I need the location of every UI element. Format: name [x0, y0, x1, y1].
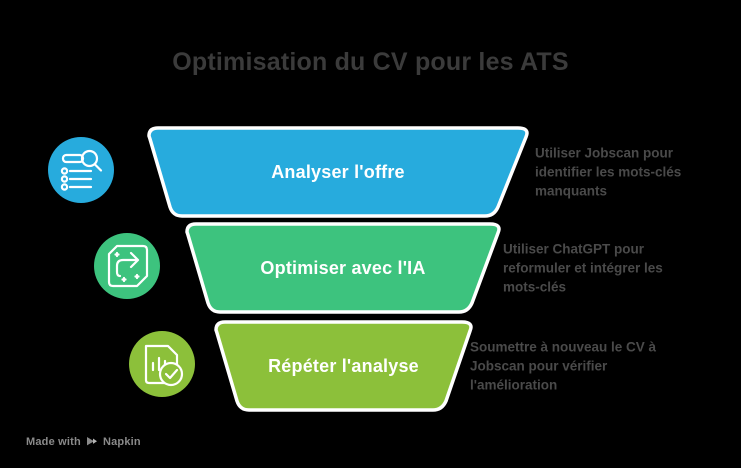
funnel-step-row-3: Répéter l'analyse Soumettre à nouveau le… [0, 320, 741, 412]
step-3-description: Soumettre à nouveau le CV à Jobscan pour… [470, 339, 657, 393]
step-1-icon-container [47, 136, 115, 204]
funnel-segment-2[interactable] [178, 222, 508, 314]
ai-tag-arrow-icon [94, 233, 160, 299]
step-1-description: Utiliser Jobscan pour identifier les mot… [535, 145, 682, 199]
step-2-icon-container [93, 232, 161, 300]
napkin-watermark[interactable]: Made with Napkin [26, 436, 141, 448]
step-3-icon-container [128, 330, 196, 398]
step-2-description: Utiliser ChatGPT pour reformuler et inté… [503, 241, 663, 295]
list-search-icon [48, 137, 114, 203]
page-title: Optimisation du CV pour les ATS [172, 48, 569, 76]
document-chart-check-icon [129, 331, 195, 397]
watermark-brand: Napkin [102, 436, 141, 448]
watermark-prefix: Made with [26, 436, 81, 448]
funnel-step-row-1: Analyser l'offre Utiliser Jobscan pour i… [0, 126, 741, 218]
napkin-logo-icon [86, 436, 98, 448]
funnel-step-row-2: Optimiser avec l'IA Utiliser ChatGPT pou… [0, 222, 741, 314]
funnel-segment-3[interactable] [207, 320, 480, 412]
funnel-segment-1[interactable] [140, 126, 536, 218]
